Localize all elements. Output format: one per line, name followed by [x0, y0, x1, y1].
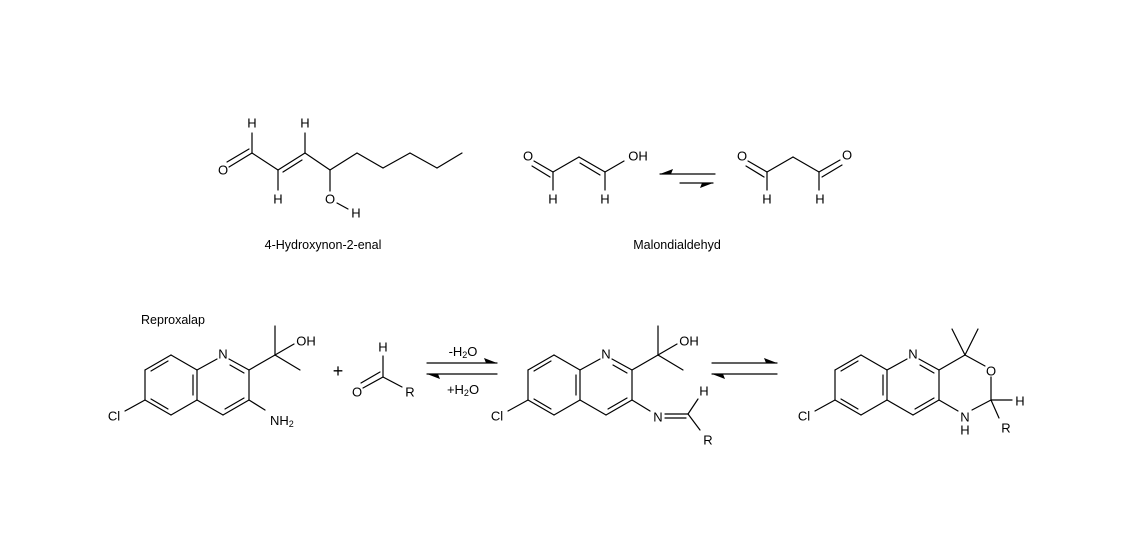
atom-label: R [1001, 421, 1010, 436]
cyclization-equilibrium-arrows [711, 358, 778, 379]
atom-label: H [762, 192, 771, 207]
molecule-reproxalap: Reproxalap N Cl OH NH2 [108, 313, 316, 429]
atom-label: N [218, 347, 227, 362]
molecule-name-malondialdehyde: Malondialdehyd [633, 238, 721, 252]
atom-label: H [960, 423, 969, 438]
atom-label: OH [679, 334, 699, 349]
atom-label: O [986, 364, 996, 379]
atom-label: H [351, 206, 360, 221]
arrow-label-minus-water: -H2O [449, 344, 478, 361]
quinoline-core: N Cl [108, 347, 250, 424]
atom-label: O [842, 148, 852, 163]
atom-label: R [703, 433, 712, 448]
molecule-oxazine: N Cl O H N H R [798, 328, 1025, 438]
atom-label: H [600, 192, 609, 207]
atom-label: H [1015, 394, 1024, 409]
condensation-equilibrium-arrows: -H2O +H2O [426, 344, 498, 399]
atom-label: H [300, 116, 309, 131]
atom-label: Cl [798, 409, 810, 424]
molecule-name-hne: 4-Hydroxynon-2-enal [265, 238, 382, 252]
atom-label: H [273, 192, 282, 207]
plus-sign: + [333, 361, 344, 381]
atom-label: O [325, 192, 335, 207]
atom-label: Cl [108, 409, 120, 424]
atom-label: H [548, 192, 557, 207]
atom-label: H [815, 192, 824, 207]
arrow-label-plus-water: +H2O [447, 382, 479, 399]
molecule-imine: N Cl OH N H R [491, 325, 713, 448]
atom-label: N [960, 410, 969, 425]
atom-label: H [378, 340, 387, 355]
atom-label: R [405, 385, 414, 400]
quinoline-core: N Cl [798, 347, 940, 424]
molecule-malondialdehyde: O H H OH O H H O Malondialdehyd [523, 148, 852, 253]
molecule-4-hydroxynonenal: O H H H O H 4-Hydroxynon-2-enal [218, 116, 463, 252]
atom-label: O [737, 149, 747, 164]
molecule-aldehyde: H O R [352, 340, 415, 400]
quinoline-core: N Cl OH [491, 325, 699, 424]
atom-label: Cl [491, 409, 503, 424]
atom-label: OH [296, 334, 316, 349]
atom-label: H [699, 384, 708, 399]
atom-label-nh2: NH2 [270, 413, 294, 430]
atom-label: N [908, 347, 917, 362]
atom-label: N [653, 410, 662, 425]
atom-label: O [218, 163, 228, 178]
atom-label: O [523, 149, 533, 164]
atom-label: H [247, 116, 256, 131]
tautomer-equilibrium-arrows [659, 169, 716, 188]
molecule-name-reproxalap: Reproxalap [141, 313, 205, 327]
atom-label: O [352, 385, 362, 400]
atom-label: N [601, 347, 610, 362]
atom-label: OH [628, 149, 648, 164]
